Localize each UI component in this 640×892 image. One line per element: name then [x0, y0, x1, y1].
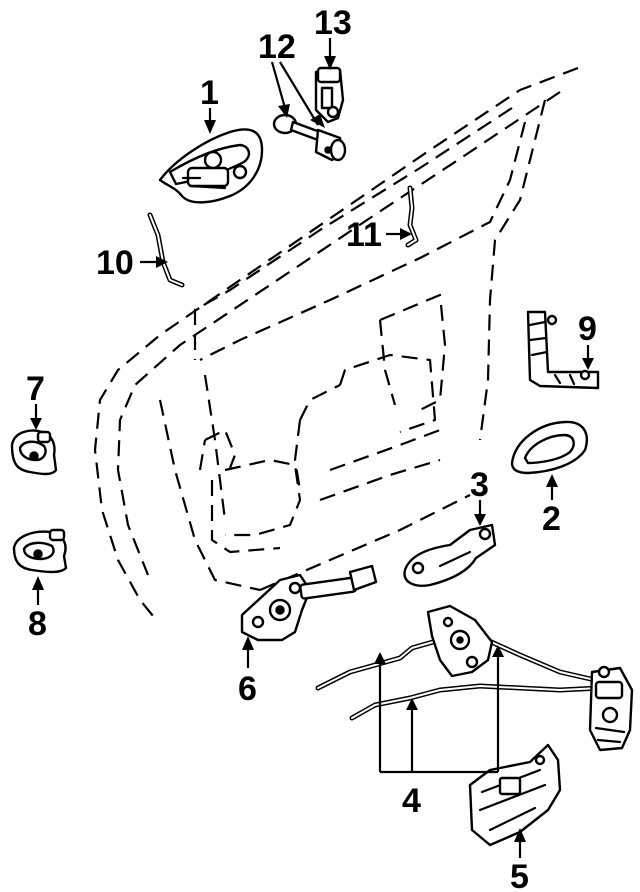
part-1-outside-handle	[158, 128, 264, 204]
part-13-cylinder-housing	[314, 66, 345, 124]
callout-8: 8	[28, 605, 47, 643]
part-2-inside-handle	[510, 420, 588, 475]
part-10-rod	[147, 212, 185, 288]
callout-2: 2	[542, 500, 561, 538]
callout-9: 9	[578, 310, 597, 348]
door-latch	[588, 665, 634, 752]
door-outline	[93, 66, 579, 623]
callout-10: 10	[96, 244, 134, 282]
part-11-rod	[405, 185, 419, 248]
callout-5: 5	[510, 858, 529, 892]
callout-1: 1	[200, 74, 219, 112]
callout-13: 13	[314, 4, 352, 42]
callout-labels: 1 2 3 4 5 6 7 8 9 10 11 12 13	[26, 4, 597, 892]
leader-lines	[30, 38, 594, 858]
part-7-striker	[10, 429, 58, 476]
part-9-bracket	[526, 310, 600, 390]
part-12-lock-cylinder	[272, 113, 347, 162]
part-4-rods	[315, 633, 603, 721]
callout-3: 3	[470, 466, 489, 504]
callout-7: 7	[26, 370, 45, 408]
part-6-door-check	[240, 564, 378, 642]
callout-12: 12	[258, 28, 296, 66]
part-5-lock-actuator	[468, 743, 562, 847]
callout-4: 4	[402, 782, 421, 820]
callout-11: 11	[346, 216, 382, 254]
callout-6: 6	[238, 670, 257, 708]
lock-lever-assembly	[426, 604, 494, 678]
part-8-striker	[12, 528, 68, 574]
part-3-bracket	[403, 523, 497, 587]
